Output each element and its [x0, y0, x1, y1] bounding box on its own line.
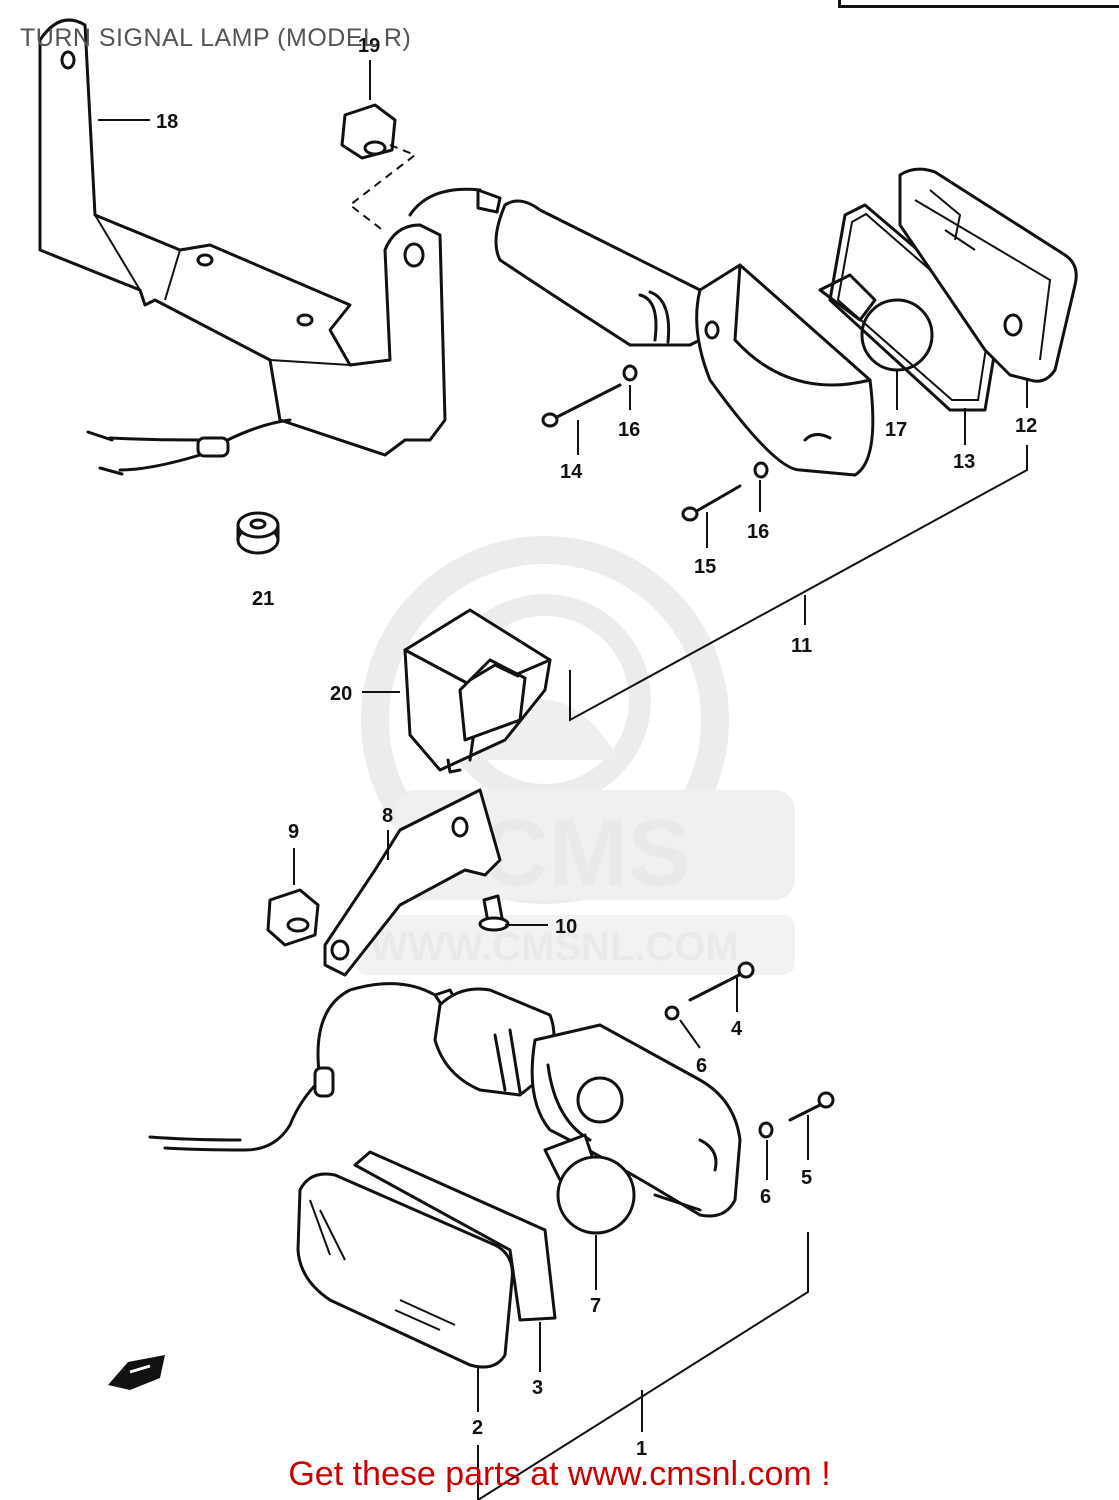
- callout-7: 7: [590, 1295, 601, 1317]
- part-1-front-lamp-assembly: [148, 788, 835, 1369]
- callout-12: 12: [1015, 415, 1037, 437]
- callout-13: 13: [953, 451, 975, 473]
- part-20-relay: [403, 608, 552, 774]
- part-11-rear-lamp-assembly: [408, 167, 1078, 522]
- footer-link-text[interactable]: Get these parts at www.cmsnl.com !: [288, 1455, 831, 1493]
- watermark-brand: CMS: [480, 800, 691, 906]
- callout-14: 14: [560, 461, 583, 483]
- callout-19: 19: [358, 35, 380, 57]
- leader-lines: [98, 60, 1028, 1500]
- callout-3: 3: [532, 1377, 543, 1399]
- callout-1: 1: [636, 1438, 647, 1460]
- callout-15: 15: [694, 556, 716, 578]
- callout-17: 17: [885, 419, 907, 441]
- callout-18: 18: [156, 111, 178, 133]
- callout-labels: 19 18 16 14 16 15 17 13 12 11 21 20 9 8 …: [156, 35, 1037, 1460]
- callout-2: 2: [472, 1417, 483, 1439]
- callout-4: 4: [731, 1018, 743, 1040]
- callout-20: 20: [330, 683, 352, 705]
- callout-6a: 6: [696, 1055, 707, 1077]
- callout-10: 10: [555, 916, 577, 938]
- watermark-url: WWW.CMSNL.COM: [370, 925, 739, 969]
- callout-11: 11: [791, 635, 812, 657]
- diagram-title: TURN SIGNAL LAMP (MODEL R): [20, 24, 412, 52]
- part-18-bracket: [38, 18, 447, 476]
- callout-16b: 16: [747, 521, 769, 543]
- callout-5: 5: [801, 1167, 812, 1189]
- callout-9: 9: [288, 821, 299, 843]
- corner-frame: [838, 0, 1119, 8]
- part-21-grommet: [236, 511, 280, 555]
- arrow-left-icon: [108, 1355, 165, 1390]
- callout-8: 8: [382, 805, 393, 827]
- callout-16a: 16: [618, 419, 640, 441]
- cms-watermark: CMS WWW.CMSNL.COM: [355, 536, 795, 975]
- callout-6b: 6: [760, 1186, 771, 1208]
- part-19-nut: [340, 103, 418, 233]
- callout-21: 21: [252, 588, 274, 610]
